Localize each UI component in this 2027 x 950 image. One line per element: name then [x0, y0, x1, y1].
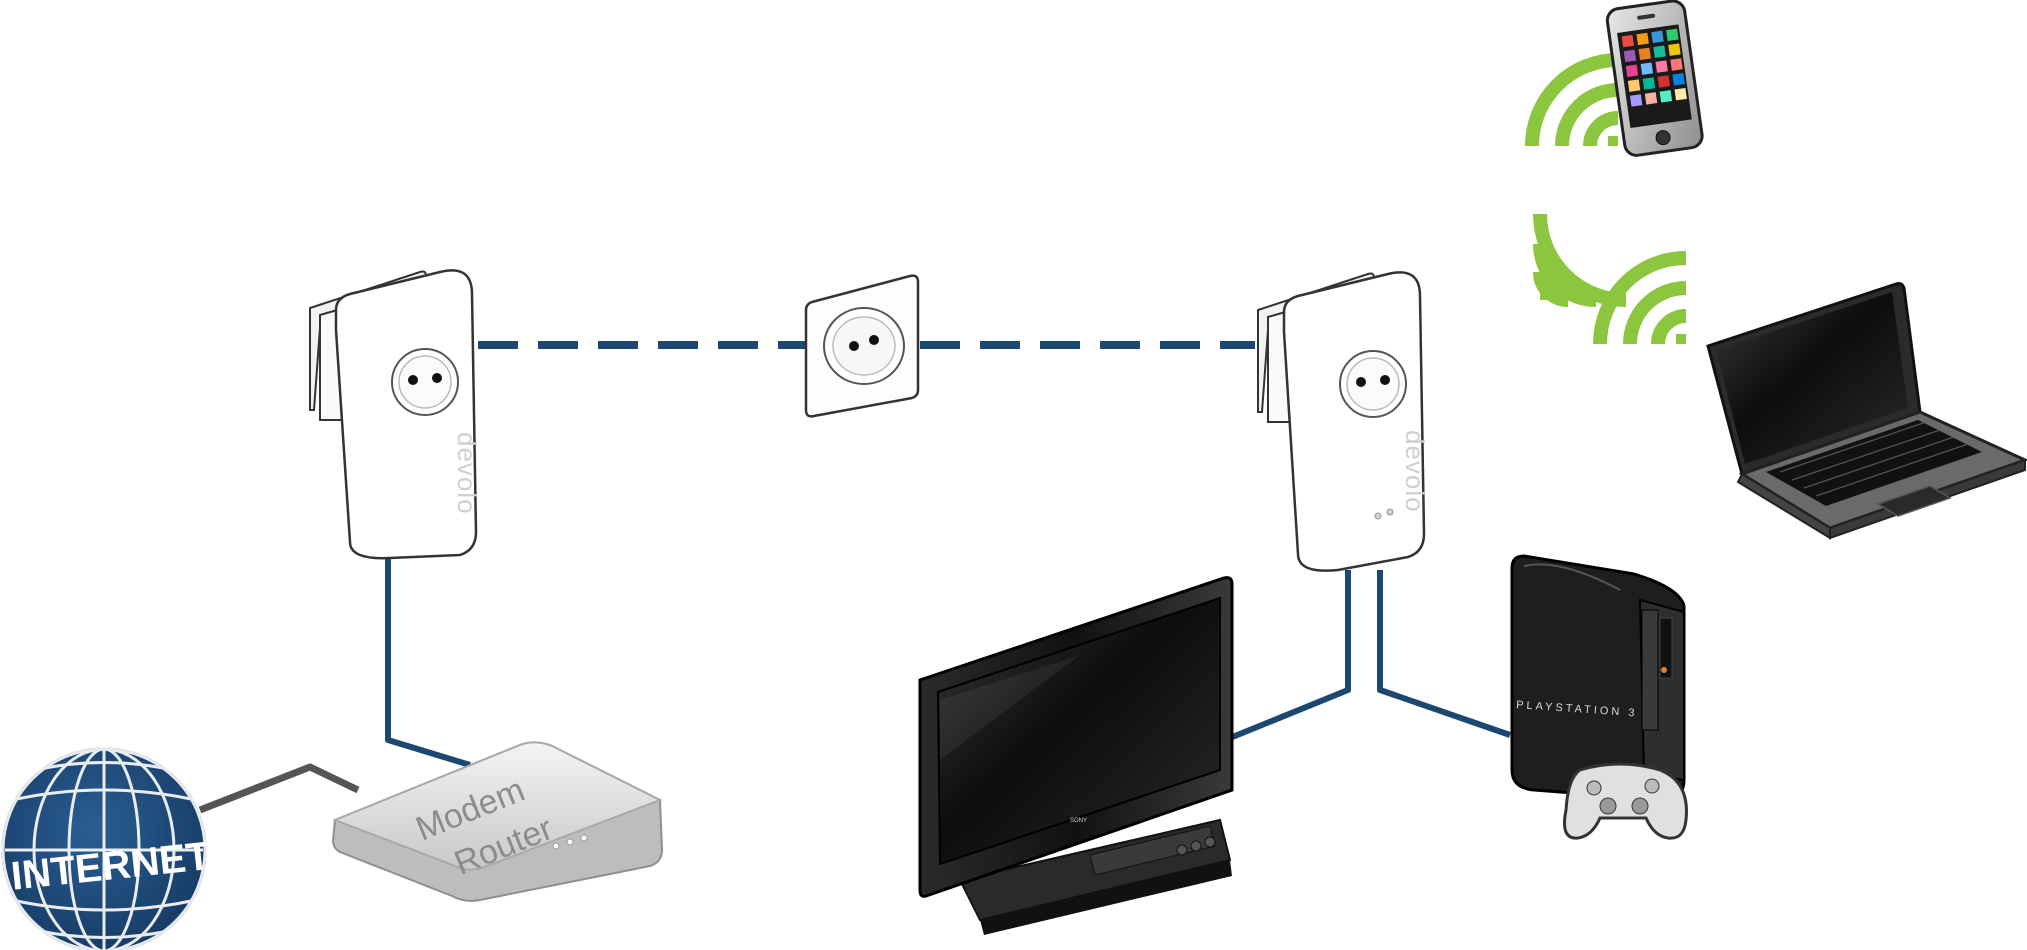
cables: [198, 341, 1511, 814]
wifi-icon: [1593, 251, 1687, 345]
globe-icon: INTERNET: [1, 747, 212, 950]
adapter-brand-label: devolo: [452, 432, 482, 515]
smartphone-icon: [1605, 0, 1704, 157]
adapter-to-console-cable: [1377, 570, 1511, 738]
internet-cable: [198, 763, 360, 814]
wifi-icon: [1533, 213, 1627, 307]
modem-router: Modem Router: [331, 741, 664, 902]
tv-icon: SONY: [918, 576, 1234, 935]
adapter-brand-label: devolo: [1400, 430, 1430, 513]
game-console-icon: PLAYSTATION 3: [1510, 554, 1686, 802]
powerline-adapter-icon: devolo: [309, 269, 482, 560]
wifi-icon: [1525, 53, 1619, 147]
laptop-icon: [1706, 282, 2027, 540]
adapter-to-tv-cable: [1228, 570, 1351, 741]
powerline-adapter-icon: devolo: [1257, 271, 1430, 572]
gamepad-icon: [1563, 762, 1688, 840]
tv-brand-label: SONY: [1070, 818, 1087, 824]
wall-socket-icon: [804, 274, 920, 418]
adapter-to-modem-cable: [385, 556, 471, 768]
